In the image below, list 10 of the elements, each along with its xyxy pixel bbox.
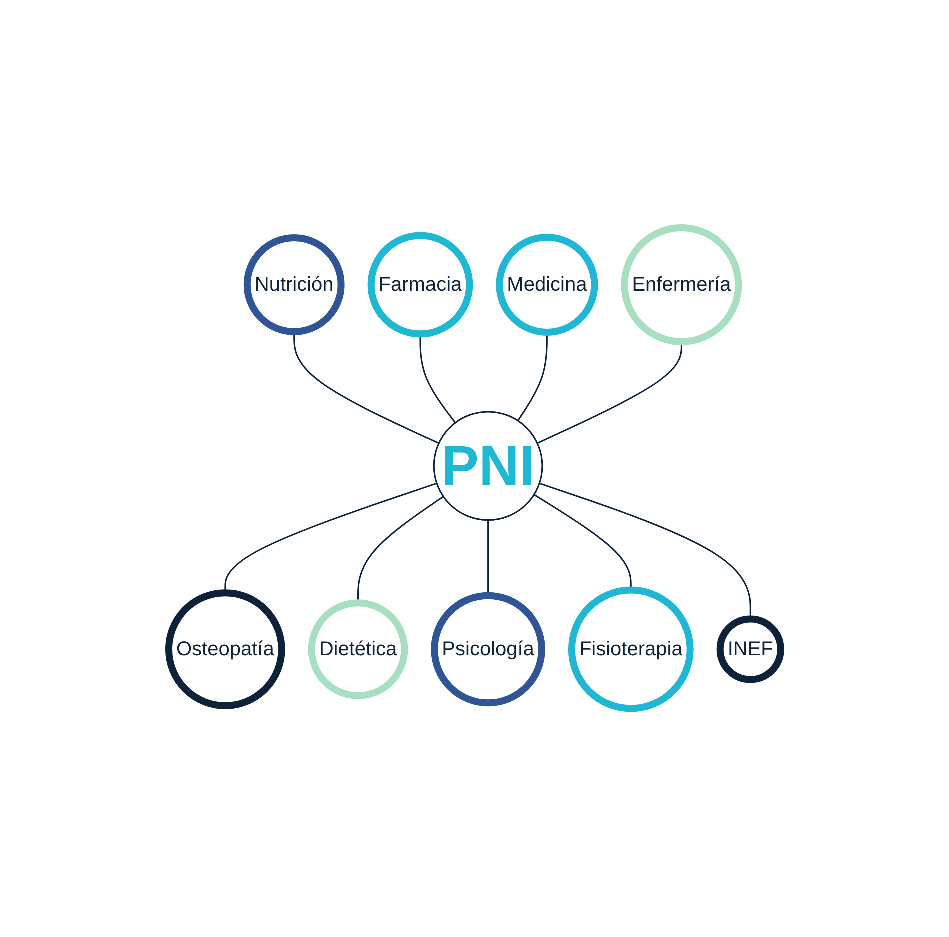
node-circle: Osteopatía: [165, 590, 285, 710]
node-circle: Fisioterapia: [568, 586, 694, 712]
node-circle: PNI: [432, 411, 543, 522]
node-circle: Psicología: [430, 592, 545, 707]
node-circle: Enfermería: [620, 224, 742, 346]
node-circle: Nutrición: [243, 234, 344, 336]
node-circle: Farmacia: [367, 232, 473, 338]
node-circle: INEF: [716, 616, 784, 684]
node-circle: Medicina: [496, 234, 598, 336]
node-circle: Dietética: [308, 600, 408, 700]
